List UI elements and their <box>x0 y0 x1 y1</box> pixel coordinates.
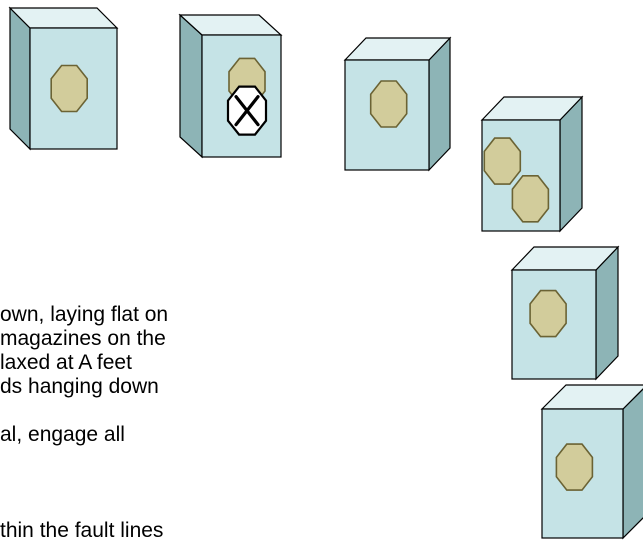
octagon-icon <box>530 291 566 337</box>
octagon-icon <box>484 138 520 184</box>
box-6 <box>542 385 643 538</box>
octagon-icon <box>51 66 87 112</box>
octagon-icon <box>556 444 592 490</box>
circled-x-icon <box>228 87 266 135</box>
box-1 <box>10 8 117 149</box>
octagon-icon <box>371 81 407 127</box>
box-side-face <box>180 15 202 157</box>
box-4 <box>482 97 582 231</box>
box-5 <box>512 247 618 379</box>
box-side-face <box>10 8 30 149</box>
box-side-face <box>429 38 450 170</box>
box-2 <box>180 15 281 157</box>
box-3 <box>345 38 450 170</box>
box-side-face <box>623 385 643 538</box>
octagon-icon <box>512 176 548 222</box>
